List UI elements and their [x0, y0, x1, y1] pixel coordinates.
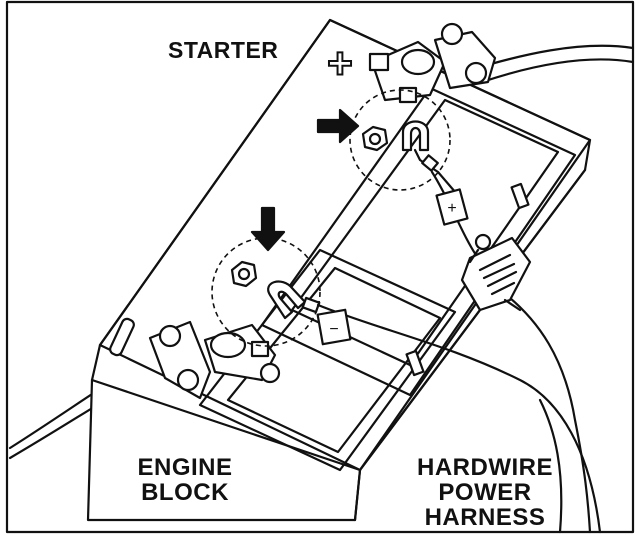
positive-wire-tag: + — [435, 188, 469, 226]
negative-wire-tag: − — [316, 308, 352, 346]
battery-corner — [353, 468, 362, 522]
diagram-frame — [5, 0, 635, 534]
battery-cell-cover-upper — [260, 86, 577, 397]
harness-main-wire — [498, 288, 592, 534]
negative-nut-icon — [230, 260, 258, 288]
negative-symbol — [109, 317, 135, 357]
harness-main-wire-edge — [538, 398, 563, 534]
negative-post — [209, 331, 247, 359]
negative-terminal — [148, 320, 281, 400]
starter-label: STARTER — [168, 37, 279, 63]
positive-terminal — [368, 22, 497, 104]
hardwire-harness-label-line2: POWER HARNESS — [424, 479, 546, 532]
hardwire-harness-label: HARDWIRE POWER HARNESS — [385, 455, 585, 531]
positive-clamp-nut — [368, 52, 390, 72]
positive-lug-bolt-1 — [440, 22, 464, 46]
negative-clamp-nut — [259, 362, 281, 384]
positive-ring-terminal-icon — [401, 120, 464, 202]
positive-arrow-icon — [316, 108, 360, 144]
negative-arrow-icon — [250, 206, 286, 252]
positive-post — [400, 48, 436, 76]
positive-nut-icon — [361, 125, 389, 152]
starter-cable-edge — [480, 58, 635, 84]
positive-tag-symbol: + — [447, 200, 456, 217]
negative-clamp-bolt — [250, 340, 270, 358]
vent-notch-lower — [405, 349, 425, 377]
battery-top — [98, 18, 592, 472]
engine-block-label-line1: ENGINE — [137, 454, 233, 481]
negative-lug-bolt-2 — [176, 368, 200, 392]
hardwire-harness-label-line1: HARDWIRE — [417, 454, 553, 481]
negative-lug-bolt-1 — [158, 324, 182, 348]
negative-ring-terminal-icon — [267, 280, 321, 320]
fuse-holder-icon — [460, 233, 532, 312]
battery-front-edge — [90, 378, 362, 472]
negative-tag-symbol: − — [329, 321, 338, 338]
engine-block-label: ENGINE BLOCK — [130, 454, 240, 507]
harness-negative-wire — [316, 303, 602, 534]
vent-notch-upper — [510, 182, 530, 210]
engine-block-label-line2: BLOCK — [141, 479, 229, 507]
positive-detail-circle — [349, 89, 451, 191]
battery-side-edge — [358, 168, 587, 472]
battery — [86, 18, 592, 522]
positive-lug-bolt-2 — [464, 61, 488, 85]
positive-symbol: + — [327, 39, 353, 88]
